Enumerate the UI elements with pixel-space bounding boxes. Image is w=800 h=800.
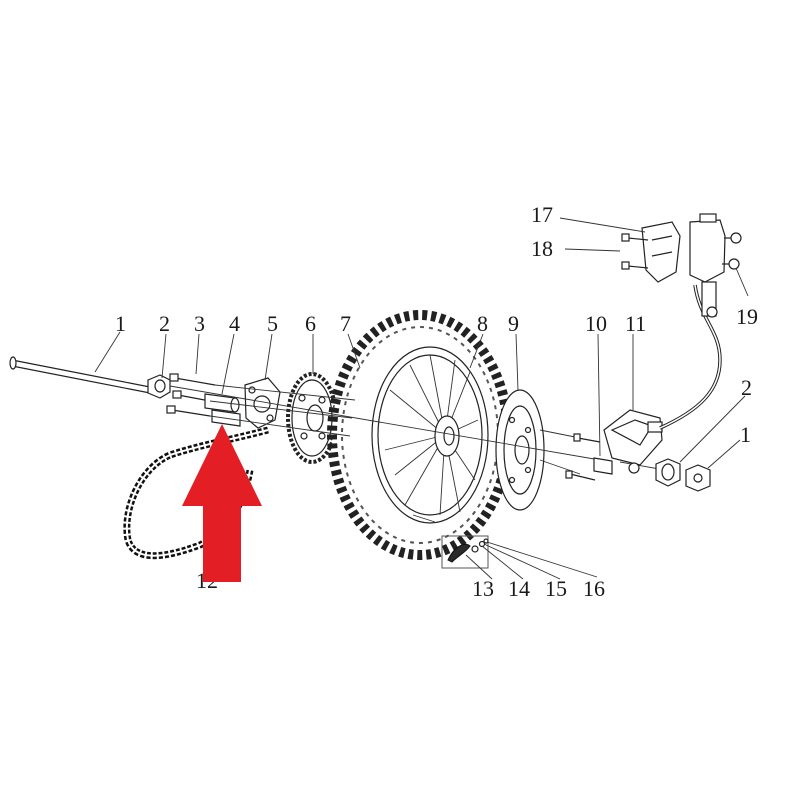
part-master-cylinder-bracket (641, 221, 681, 283)
highlight-arrow (182, 424, 262, 582)
assembly-centerlines (169, 384, 666, 475)
part-wheel-tire (327, 310, 513, 560)
leader-lines (94, 217, 749, 580)
part-master-cylinder-nuts (722, 232, 742, 270)
part-valve-kit (441, 535, 489, 569)
callout-8: 8 (477, 311, 488, 336)
callout-9: 9 (508, 311, 519, 336)
callout-4: 4 (229, 311, 240, 336)
part-spacers (204, 393, 241, 427)
part-bolts (166, 373, 216, 417)
callout-16: 16 (583, 576, 605, 601)
part-brake-caliper (603, 409, 663, 474)
callout-15: 15 (545, 576, 567, 601)
part-brake-disc (495, 389, 545, 511)
part-master-cylinder (689, 213, 726, 318)
part-axle-nut-left (147, 374, 171, 399)
callout-14: 14 (508, 576, 530, 601)
callout-19: 19 (736, 304, 758, 329)
callout-labels: 1 2 3 4 5 6 7 8 9 10 11 12 13 14 15 16 1… (115, 202, 758, 601)
callout-6: 6 (305, 311, 316, 336)
callout-13: 13 (472, 576, 494, 601)
part-caliper-spacer (565, 433, 613, 481)
callout-1-right: 1 (740, 422, 751, 447)
callout-18: 18 (531, 236, 553, 261)
callout-2-right: 2 (741, 375, 752, 400)
part-axle (9, 356, 151, 394)
callout-10: 10 (585, 311, 607, 336)
callout-2: 2 (159, 311, 170, 336)
part-axle-nut-right (655, 458, 681, 487)
callout-3: 3 (194, 311, 205, 336)
callout-1: 1 (115, 311, 126, 336)
part-bracket-bolts (621, 233, 649, 270)
part-axle-cap-right (685, 464, 711, 492)
part-sprocket-adapter (244, 377, 281, 429)
callout-11: 11 (625, 311, 646, 336)
callout-5: 5 (267, 311, 278, 336)
callout-17: 17 (531, 202, 553, 227)
callout-7: 7 (340, 311, 351, 336)
